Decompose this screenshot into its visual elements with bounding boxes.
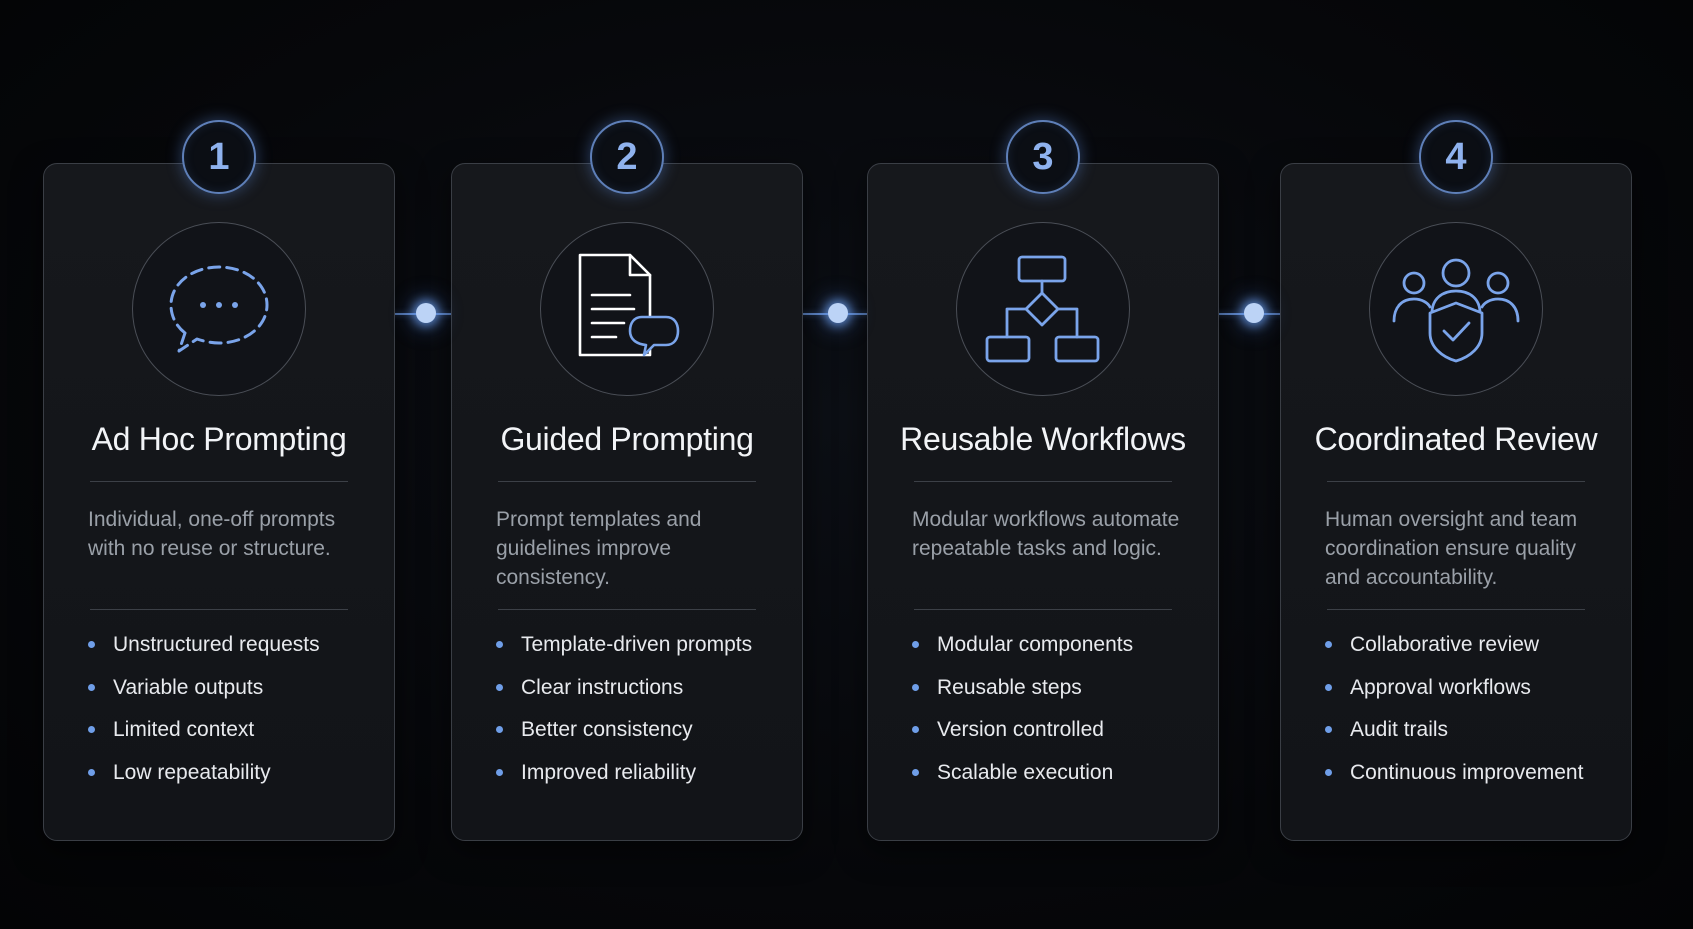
feature-list: Unstructured requests Variable outputs L…: [88, 624, 384, 794]
stage-card-ad-hoc-prompting: 1 Ad Hoc Prompting Individual, one-off p…: [43, 120, 395, 841]
bullet-dot: [88, 726, 95, 734]
bullet-dot: [912, 641, 919, 649]
divider: [914, 481, 1172, 482]
bullet-dot: [496, 641, 503, 649]
bullet-dot: [496, 683, 503, 691]
stage-title: Ad Hoc Prompting: [91, 421, 347, 457]
bullet-dot: [1325, 768, 1332, 776]
feature-item: Better consistency: [496, 709, 792, 752]
feature-text: Approval workflows: [1350, 675, 1531, 699]
stage-card-reusable-workflows: 3 Reusable Workflows Modular workflows a…: [867, 120, 1219, 841]
feature-item: Template-driven prompts: [496, 624, 792, 667]
feature-text: Improved reliability: [521, 760, 697, 784]
bullet-dot: [88, 768, 95, 776]
icon-circle: [540, 222, 714, 396]
feature-text: Version controlled: [937, 718, 1104, 741]
divider: [90, 481, 348, 482]
divider: [90, 609, 348, 610]
bullet-dot: [912, 768, 919, 776]
stage-title: Guided Prompting: [500, 421, 754, 457]
feature-text: Modular components: [937, 633, 1134, 656]
stage-title: Coordinated Review: [1314, 421, 1598, 457]
feature-item: Continuous improvement: [1325, 752, 1621, 795]
icon-circle: [132, 222, 306, 396]
feature-text: Audit trails: [1350, 718, 1449, 741]
icon-circle: [956, 222, 1130, 396]
feature-text: Scalable execution: [937, 760, 1114, 784]
feature-text: Reusable steps: [937, 675, 1082, 699]
stage-description: Prompt templates and guidelines improve …: [496, 508, 702, 589]
connector-node: [416, 303, 436, 323]
divider: [914, 609, 1172, 610]
stage-description: Human oversight and team coordination en…: [1325, 508, 1578, 589]
feature-item: Variable outputs: [88, 667, 384, 710]
bullet-dot: [912, 726, 919, 734]
feature-item: Improved reliability: [496, 752, 792, 795]
feature-item: Clear instructions: [496, 667, 792, 710]
feature-item: Modular components: [912, 624, 1208, 667]
stage-card-coordinated-review: 4 Coordinated Review Human oversight and…: [1280, 120, 1632, 841]
bullet-dot: [88, 641, 95, 649]
feature-item: Approval workflows: [1325, 667, 1621, 710]
divider: [498, 481, 756, 482]
feature-text: Limited context: [113, 718, 255, 741]
step-number-badge: 3: [1006, 120, 1080, 194]
step-number-badge: 2: [590, 120, 664, 194]
feature-list: Collaborative review Approval workflows …: [1325, 624, 1621, 794]
chat-bubble-icon: [169, 265, 269, 353]
step-number-badge: 4: [1419, 120, 1493, 194]
feature-text: Variable outputs: [113, 675, 264, 699]
connector-node: [1244, 303, 1264, 323]
feature-list: Template-driven prompts Clear instructio…: [496, 624, 792, 794]
feature-item: Audit trails: [1325, 709, 1621, 752]
divider: [498, 609, 756, 610]
feature-item: Scalable execution: [912, 752, 1208, 795]
feature-text: Better consistency: [521, 718, 693, 741]
bullet-dot: [88, 683, 95, 691]
feature-item: Unstructured requests: [88, 624, 384, 667]
stage-description: Modular workflows automate repeatable ta…: [912, 508, 1180, 560]
divider: [1327, 609, 1585, 610]
connector-node: [828, 303, 848, 323]
feature-item: Collaborative review: [1325, 624, 1621, 667]
stage-description: Individual, one-off prompts with no reus…: [88, 508, 336, 560]
bullet-dot: [1325, 641, 1332, 649]
bullet-dot: [1325, 726, 1332, 734]
bullet-dot: [496, 726, 503, 734]
stage-card-guided-prompting: 2 Guided Prompting Prompt templates and …: [451, 120, 803, 841]
feature-text: Low repeatability: [113, 760, 271, 784]
feature-item: Limited context: [88, 709, 384, 752]
feature-text: Unstructured requests: [113, 633, 320, 656]
feature-item: Version controlled: [912, 709, 1208, 752]
flowchart-icon: [985, 255, 1100, 363]
document-chat-icon: [578, 253, 680, 357]
stage-title: Reusable Workflows: [900, 421, 1186, 457]
feature-text: Clear instructions: [521, 675, 684, 699]
team-shield-icon: [1392, 258, 1520, 363]
feature-item: Reusable steps: [912, 667, 1208, 710]
divider: [1327, 481, 1585, 482]
feature-list: Modular components Reusable steps Versio…: [912, 624, 1208, 794]
icon-circle: [1369, 222, 1543, 396]
step-number-badge: 1: [182, 120, 256, 194]
feature-text: Continuous improvement: [1350, 760, 1584, 784]
bullet-dot: [496, 768, 503, 776]
feature-item: Low repeatability: [88, 752, 384, 795]
bullet-dot: [1325, 683, 1332, 691]
feature-text: Collaborative review: [1350, 633, 1540, 656]
bullet-dot: [912, 683, 919, 691]
feature-text: Template-driven prompts: [521, 633, 753, 656]
